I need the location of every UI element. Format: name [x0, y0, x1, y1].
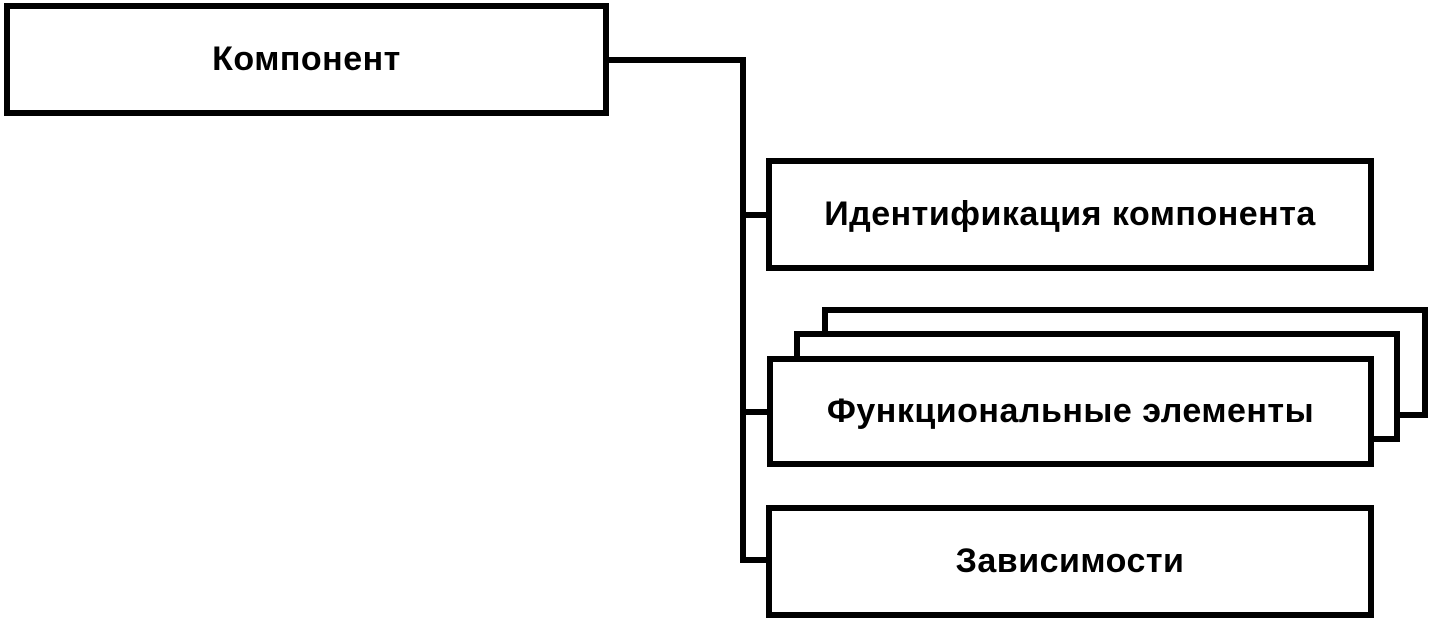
- node-component-label: Компонент: [212, 40, 401, 78]
- connector-branch-identification: [740, 212, 767, 218]
- node-dependencies: Зависимости: [766, 505, 1374, 618]
- connector-branch-dependencies: [740, 557, 767, 563]
- node-dependencies-label: Зависимости: [955, 542, 1185, 580]
- connector-trunk-vertical: [740, 57, 746, 563]
- node-functional-elements: Функциональные элементы: [767, 356, 1374, 467]
- node-identification: Идентификация компонента: [766, 158, 1374, 271]
- node-identification-label: Идентификация компонента: [824, 195, 1316, 233]
- node-component: Компонент: [4, 3, 609, 116]
- node-functional-elements-label: Функциональные элементы: [826, 392, 1315, 430]
- connector-trunk-horizontal: [609, 57, 746, 63]
- connector-branch-functional-elements: [740, 409, 768, 415]
